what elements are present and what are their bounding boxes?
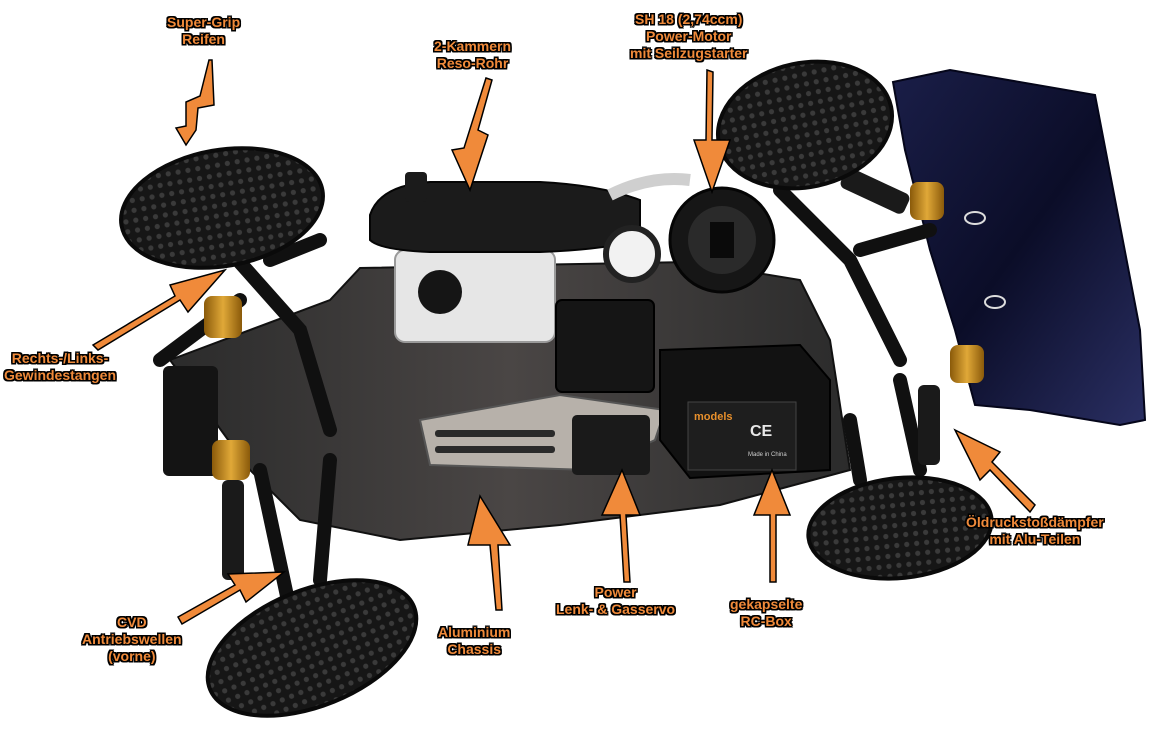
label-gewindestangen: Rechts-/Links- Gewindestangen: [4, 350, 117, 383]
label-rc-box: gekapselte RC-Box: [730, 596, 803, 629]
label-power-motor: SH 18 (2,74ccm) Power-Motor mit Seilzugs…: [630, 11, 748, 61]
sticker-brand: models: [694, 411, 733, 423]
sticker-ce-mark: CE: [750, 423, 773, 440]
tires: [119, 59, 994, 718]
tire-front-left: [119, 146, 325, 270]
front-bumper: [163, 366, 218, 476]
label-aluminium-chassis: Aluminium Chassis: [438, 624, 511, 657]
rc-box: models CE Made in China: [659, 343, 831, 480]
sticker-made-in: Made in China: [748, 452, 787, 458]
chassis-plate: [168, 260, 852, 542]
engine: [603, 186, 776, 294]
label-cvd-antriebswellen: CVD Antriebswellen (vorne): [82, 614, 182, 664]
arrow-motor: [692, 68, 732, 195]
arrow-chassis: [467, 494, 512, 611]
arrow-servo: [600, 468, 642, 583]
arrow-super-grip: [174, 59, 215, 147]
arrow-kammern: [450, 77, 493, 193]
tire-front-right: [205, 578, 419, 718]
label-super-grip-reifen: Super-Grip Reifen: [167, 14, 241, 47]
arrow-cvd: [176, 571, 287, 626]
arrow-rcbox: [752, 467, 792, 583]
rear-wing: [891, 68, 1147, 427]
servo: [555, 299, 655, 393]
tire-rear-right: [806, 475, 994, 581]
callout-arrows: [91, 59, 1036, 626]
suspension-frame: [153, 183, 937, 617]
arrow-gewinde: [91, 268, 228, 351]
label-reso-rohr: 2-Kammern Reso-Rohr: [434, 38, 512, 71]
label-oeldruckstossdaempfer: Öldruckstoßdämpfer mit Alu-Teilen: [966, 514, 1104, 547]
label-power-servo: Power Lenk- & Gasservo: [556, 584, 676, 617]
body-clips: [964, 211, 1006, 309]
arrow-oeldruck: [953, 428, 1036, 514]
shock-absorbers: [204, 168, 984, 580]
rc-box-sticker: [687, 401, 797, 471]
